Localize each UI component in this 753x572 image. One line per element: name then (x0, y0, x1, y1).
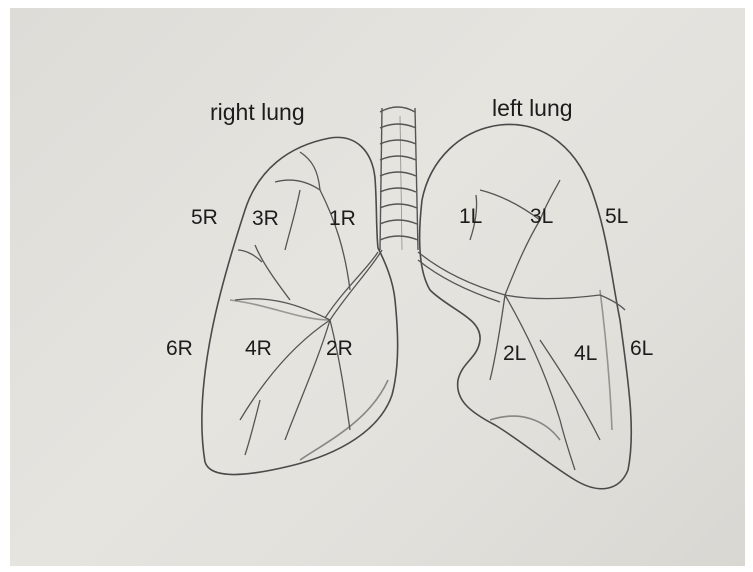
segment-label-4l: 4L (574, 343, 597, 364)
left-lung-heading: left lung (492, 97, 573, 120)
segment-label-6l: 6L (630, 338, 653, 359)
segment-label-6r: 6R (166, 338, 193, 359)
trachea (380, 107, 418, 250)
left-bronchial-tree (418, 180, 625, 470)
segment-label-1l: 1L (459, 206, 482, 227)
segment-label-2r: 2R (326, 338, 353, 359)
right-lung-heading: right lung (210, 101, 305, 124)
right-bronchial-tree (235, 152, 382, 455)
segment-label-3l: 3L (530, 206, 553, 227)
segment-label-3r: 3R (252, 208, 279, 229)
segment-label-2l: 2L (503, 343, 526, 364)
segment-label-5r: 5R (191, 207, 218, 228)
left-lung (420, 124, 632, 488)
right-lung-shading (295, 300, 390, 450)
segment-label-4r: 4R (245, 338, 272, 359)
segment-label-1r: 1R (329, 208, 356, 229)
left-lung-shading (560, 300, 635, 490)
right-lung (202, 137, 398, 474)
segment-label-5l: 5L (605, 206, 628, 227)
